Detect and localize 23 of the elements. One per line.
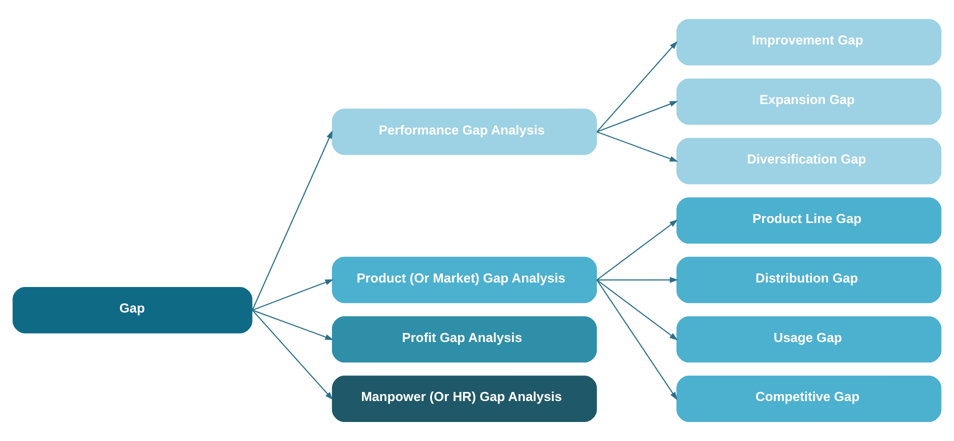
node-box: Manpower (Or HR) Gap Analysis [332, 376, 597, 422]
node-box: Expansion Gap [676, 78, 942, 125]
arrow [252, 130, 333, 310]
node-box: Profit Gap Analysis [332, 316, 597, 363]
arrow [252, 310, 334, 340]
arrow [596, 101, 678, 132]
arrow [596, 277, 678, 283]
node-box: Product Line Gap [676, 197, 942, 244]
arrow [596, 280, 678, 340]
node-box: Diversification Gap [676, 138, 942, 184]
node-box: Product (Or Market) Gap Analysis [332, 256, 597, 304]
arrow [252, 310, 334, 400]
node-box: Usage Gap [676, 316, 942, 363]
arrow [596, 220, 678, 280]
node-box: Improvement Gap [676, 19, 942, 66]
arrow [252, 279, 334, 311]
node-box: Distribution Gap [676, 256, 942, 304]
node-box: Performance Gap Analysis [332, 108, 597, 156]
node-box: Competitive Gap [676, 376, 942, 422]
node-box: Gap [12, 286, 252, 334]
arrow [596, 40, 678, 132]
arrow [596, 131, 678, 162]
arrow [596, 280, 678, 400]
